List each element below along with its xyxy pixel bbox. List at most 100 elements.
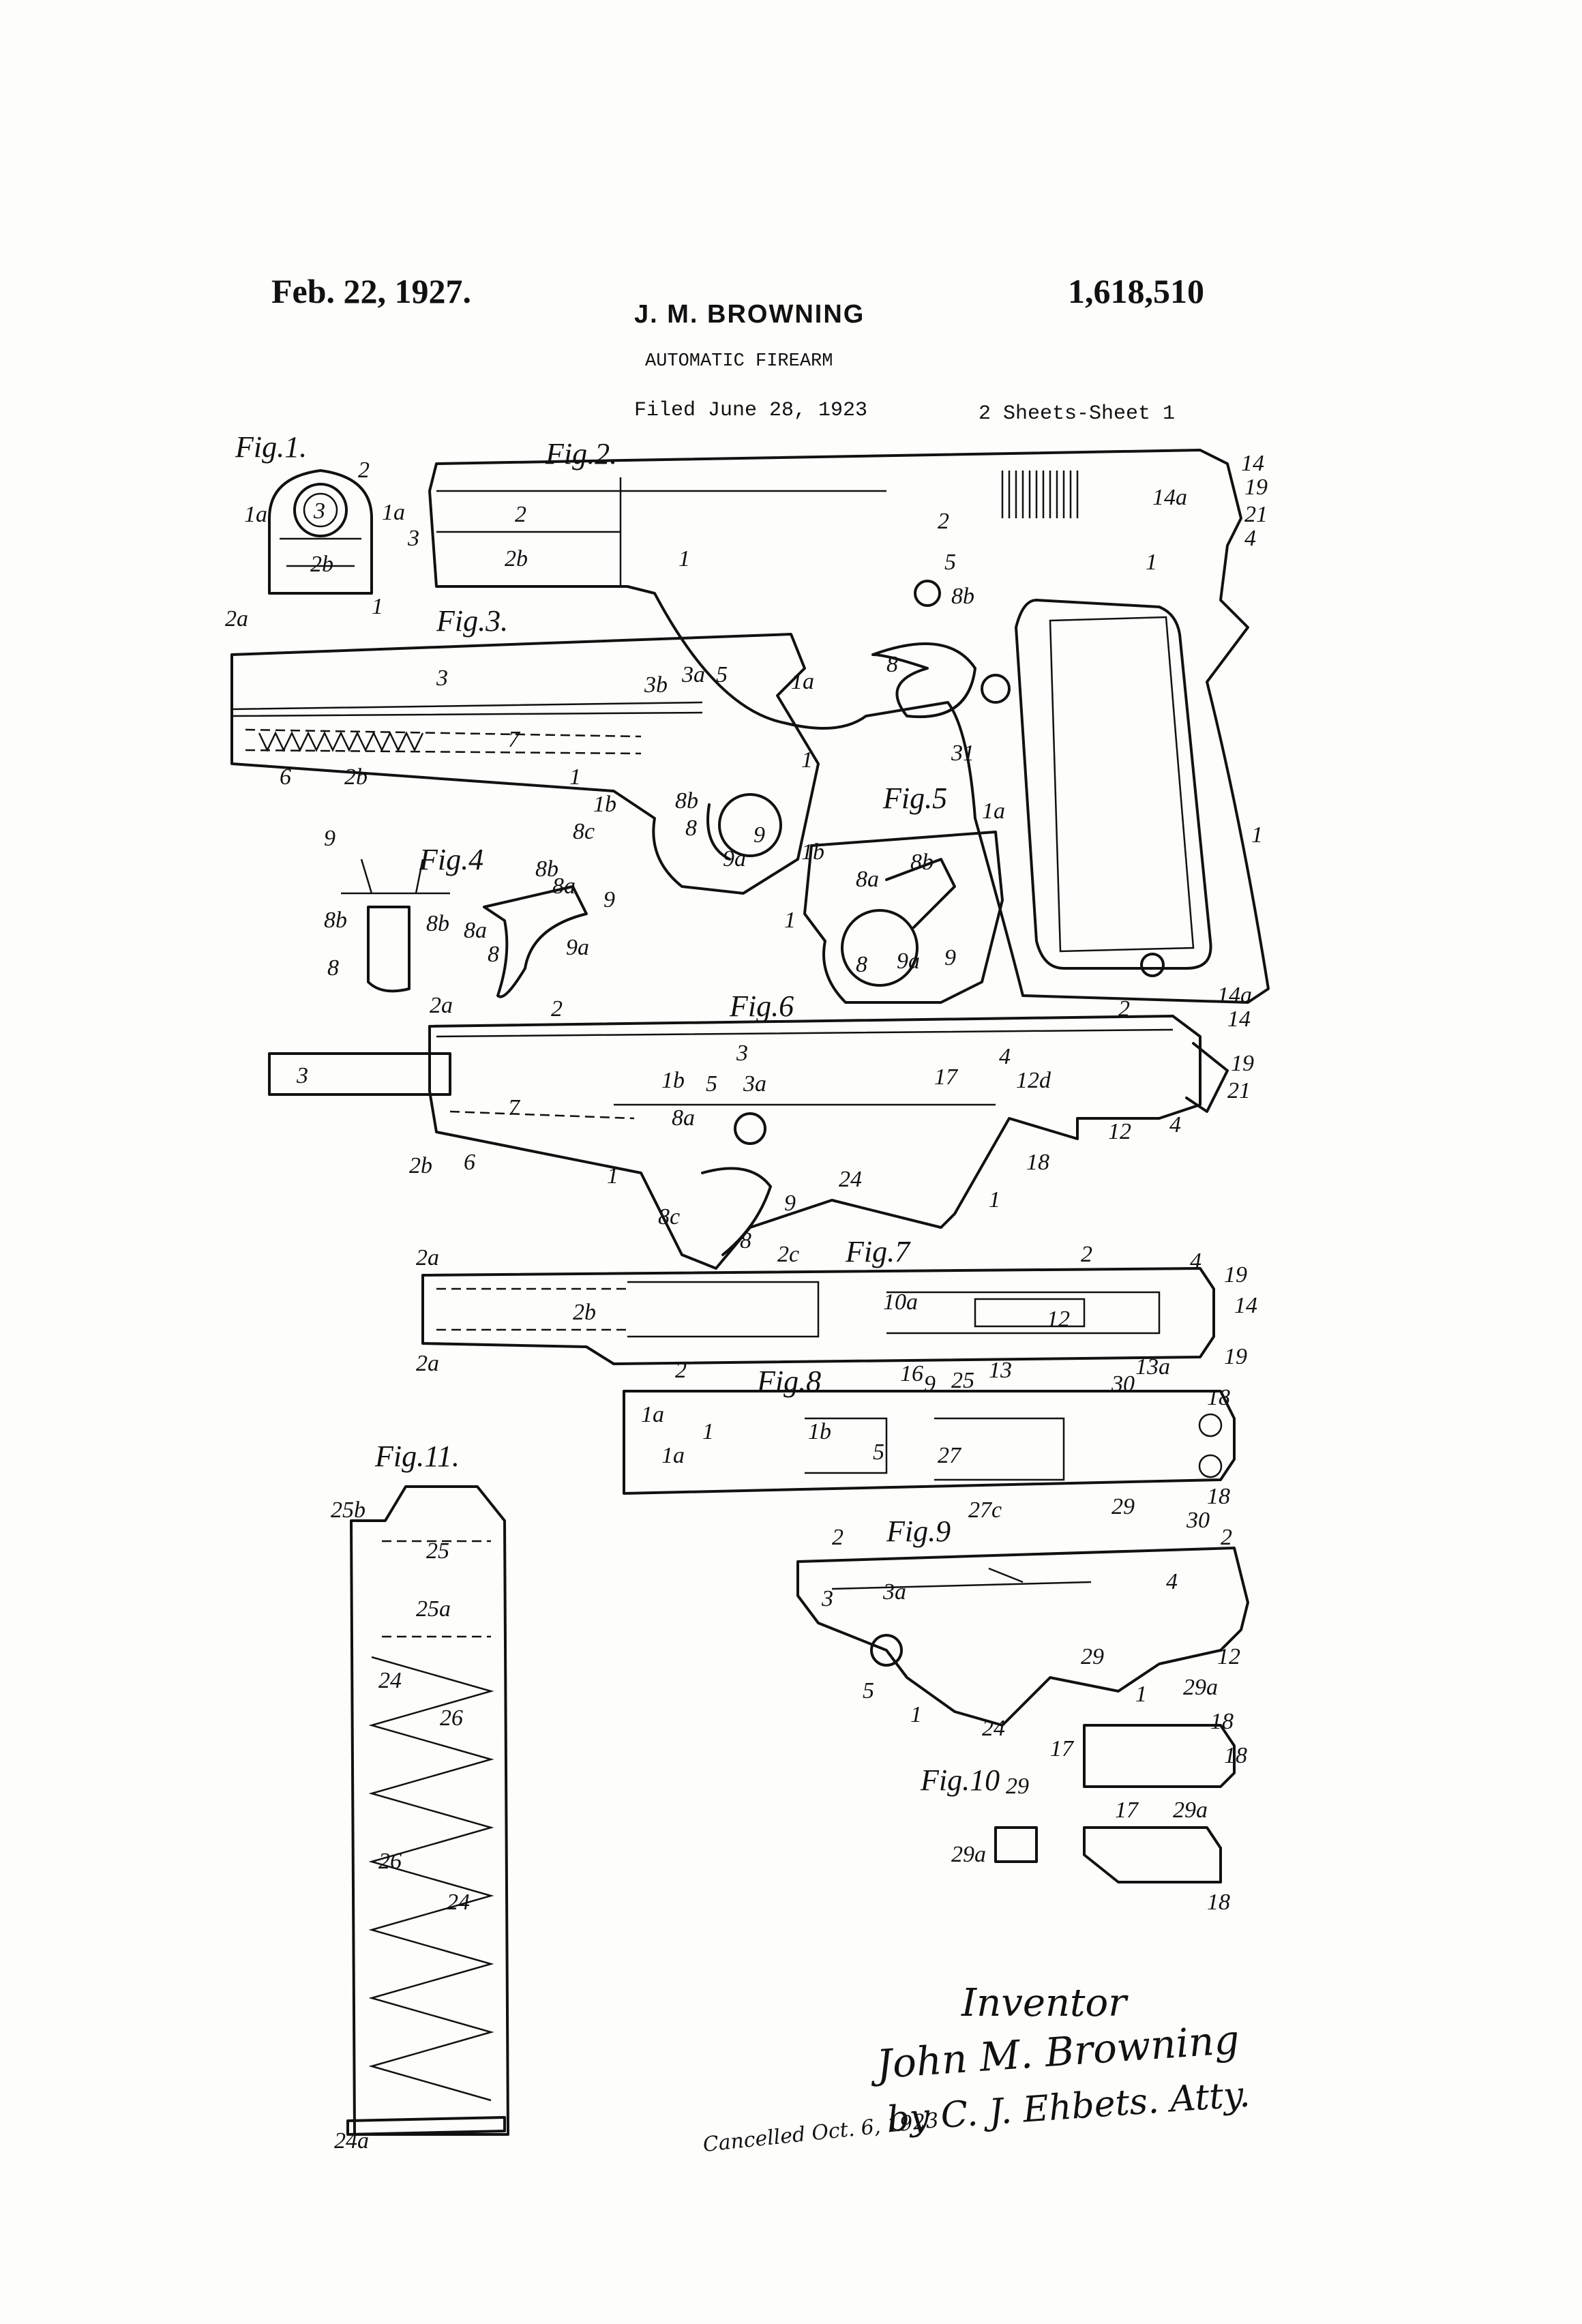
ref-numeral: 29a bbox=[1183, 1675, 1218, 1700]
ref-numeral: 1a bbox=[982, 799, 1005, 824]
ref-numeral: 8a bbox=[672, 1105, 695, 1131]
ref-numeral: 8 bbox=[886, 652, 898, 677]
ref-numeral: 8a bbox=[856, 867, 879, 892]
ref-numeral: 4 bbox=[1169, 1112, 1181, 1137]
ref-numeral: 1b bbox=[801, 839, 824, 865]
ref-numeral: 2 bbox=[358, 458, 370, 483]
ref-numeral: 9 bbox=[924, 1371, 936, 1397]
ref-numeral: 3a bbox=[743, 1071, 766, 1097]
ref-numeral: 29 bbox=[1111, 1494, 1135, 1519]
ref-numeral: 8 bbox=[685, 816, 697, 841]
ref-numeral: 7 bbox=[508, 727, 521, 752]
ref-numeral: 25a bbox=[416, 1596, 451, 1622]
ref-numeral: 13 bbox=[989, 1358, 1012, 1383]
ref-numeral: 1a bbox=[244, 502, 267, 527]
ref-numeral: 9a bbox=[566, 935, 589, 960]
ref-numeral: 31 bbox=[951, 741, 974, 766]
ref-numeral: 17 bbox=[934, 1064, 959, 1090]
ref-numeral: 5 bbox=[706, 1071, 717, 1097]
ref-numeral: 24a bbox=[334, 2128, 369, 2154]
fig-label: Fig.6 bbox=[729, 989, 794, 1023]
fig-3: Fig.3. 2a 3 3b 3a 5 1a 7 6 2b 1 1b 8b 8c… bbox=[225, 604, 818, 893]
ref-numeral: 1 bbox=[784, 908, 796, 933]
fig-label: Fig.7 bbox=[845, 1235, 911, 1268]
ref-numeral: 12d bbox=[1016, 1068, 1051, 1093]
ref-numeral: 21 bbox=[1244, 502, 1268, 527]
ref-numeral: 25b bbox=[331, 1498, 365, 1523]
ref-numeral: 1 bbox=[1146, 550, 1157, 575]
ref-numeral: 8 bbox=[856, 952, 867, 977]
fig-5: Fig.5 1a 1b 8a 8b 1 8 9a 9 bbox=[784, 781, 1005, 1002]
ref-numeral: 12 bbox=[1108, 1119, 1131, 1144]
ref-numeral: 19 bbox=[1231, 1051, 1254, 1076]
ref-numeral: 14 bbox=[1227, 1007, 1251, 1032]
ref-numeral: 1 bbox=[702, 1419, 714, 1444]
ref-numeral: 24 bbox=[839, 1167, 862, 1192]
ref-numeral: 1 bbox=[801, 747, 813, 773]
ref-numeral: 27 bbox=[938, 1443, 962, 1468]
ref-numeral: 9 bbox=[753, 822, 765, 848]
ref-numeral: 10a bbox=[883, 1290, 918, 1315]
ref-numeral: 26 bbox=[440, 1705, 463, 1731]
ref-numeral: 9 bbox=[944, 945, 956, 970]
ref-numeral: 2 bbox=[1118, 996, 1130, 1022]
ref-numeral: 18 bbox=[1207, 1890, 1230, 1915]
inventor-label: Inventor bbox=[961, 1981, 1126, 2025]
fig-4: Fig.4 9 8b 8b 8 8b 8a 9 8a 9a 8 bbox=[324, 826, 615, 997]
ref-numeral: 5 bbox=[716, 662, 728, 687]
ref-numeral: 1 bbox=[569, 764, 581, 790]
ref-numeral: 18 bbox=[1026, 1150, 1049, 1175]
ref-numeral: 8 bbox=[327, 955, 339, 981]
ref-numeral: 8a bbox=[552, 874, 576, 899]
ref-numeral: 2b bbox=[505, 546, 528, 571]
ref-numeral: 19 bbox=[1224, 1262, 1247, 1287]
ref-numeral: 14a bbox=[1217, 983, 1252, 1008]
ref-numeral: 16 bbox=[900, 1361, 923, 1386]
ref-numeral: 24 bbox=[982, 1716, 1005, 1741]
ref-numeral: 21 bbox=[1227, 1078, 1251, 1103]
ref-numeral: 3a bbox=[882, 1579, 906, 1605]
ref-numeral: 18 bbox=[1207, 1385, 1230, 1410]
ref-numeral: 2b bbox=[344, 764, 368, 790]
fig-2: Fig.2. 3 2 2b 1 2 5 8b 8 31 1 14 14a 19 … bbox=[407, 437, 1268, 1002]
fig-10: Fig.10 18 17 18 29 17 29a 29a 18 bbox=[920, 1709, 1247, 1915]
ref-numeral: 1 bbox=[372, 594, 383, 619]
ref-numeral: 1 bbox=[910, 1702, 922, 1727]
ref-numeral: 7 bbox=[508, 1095, 521, 1120]
ref-numeral: 24 bbox=[378, 1668, 402, 1693]
ref-numeral: 3a bbox=[681, 662, 705, 687]
ref-numeral: 17 bbox=[1115, 1798, 1139, 1823]
ref-numeral: 8 bbox=[488, 942, 499, 967]
ref-numeral: 1b bbox=[593, 792, 616, 817]
ref-numeral: 2 bbox=[1221, 1525, 1232, 1550]
ref-numeral: 24 bbox=[447, 1890, 470, 1915]
ref-numeral: 14a bbox=[1152, 485, 1187, 510]
ref-numeral: 2 bbox=[515, 502, 526, 527]
ref-numeral: 3 bbox=[821, 1586, 833, 1611]
ref-numeral: 2 bbox=[551, 996, 563, 1022]
ref-numeral: 2 bbox=[938, 509, 949, 534]
fig-1: Fig.1. 1a 2 1a 3 2b 1 bbox=[235, 430, 405, 619]
ref-numeral: 8b bbox=[426, 911, 449, 936]
ref-numeral: 29 bbox=[1006, 1774, 1029, 1799]
ref-numeral: 2a bbox=[225, 606, 248, 631]
ref-numeral: 14 bbox=[1241, 451, 1264, 476]
ref-numeral: 5 bbox=[863, 1678, 874, 1703]
ref-numeral: 3 bbox=[296, 1063, 308, 1088]
ref-numeral: 3 bbox=[313, 498, 325, 524]
ref-numeral: 1a bbox=[661, 1443, 685, 1468]
ref-numeral: 14 bbox=[1234, 1293, 1257, 1318]
fig-label: Fig.4 bbox=[419, 843, 483, 876]
ref-numeral: 1b bbox=[808, 1419, 831, 1444]
fig-label: Fig.8 bbox=[756, 1365, 821, 1398]
ref-numeral: 2 bbox=[1081, 1242, 1092, 1267]
ref-numeral: 9 bbox=[784, 1191, 796, 1216]
ref-numeral: 2a bbox=[416, 1245, 439, 1270]
ref-numeral: 2 bbox=[832, 1525, 844, 1550]
fig-7: Fig.7 2a 2c 2 4 19 14 2b 10a 12 2a 2 16 … bbox=[416, 1235, 1257, 1386]
fig-label: Fig.3. bbox=[436, 604, 508, 638]
ref-numeral: 2b bbox=[573, 1300, 596, 1325]
ref-numeral: 2 bbox=[675, 1358, 687, 1383]
ref-numeral: 2b bbox=[409, 1153, 432, 1178]
